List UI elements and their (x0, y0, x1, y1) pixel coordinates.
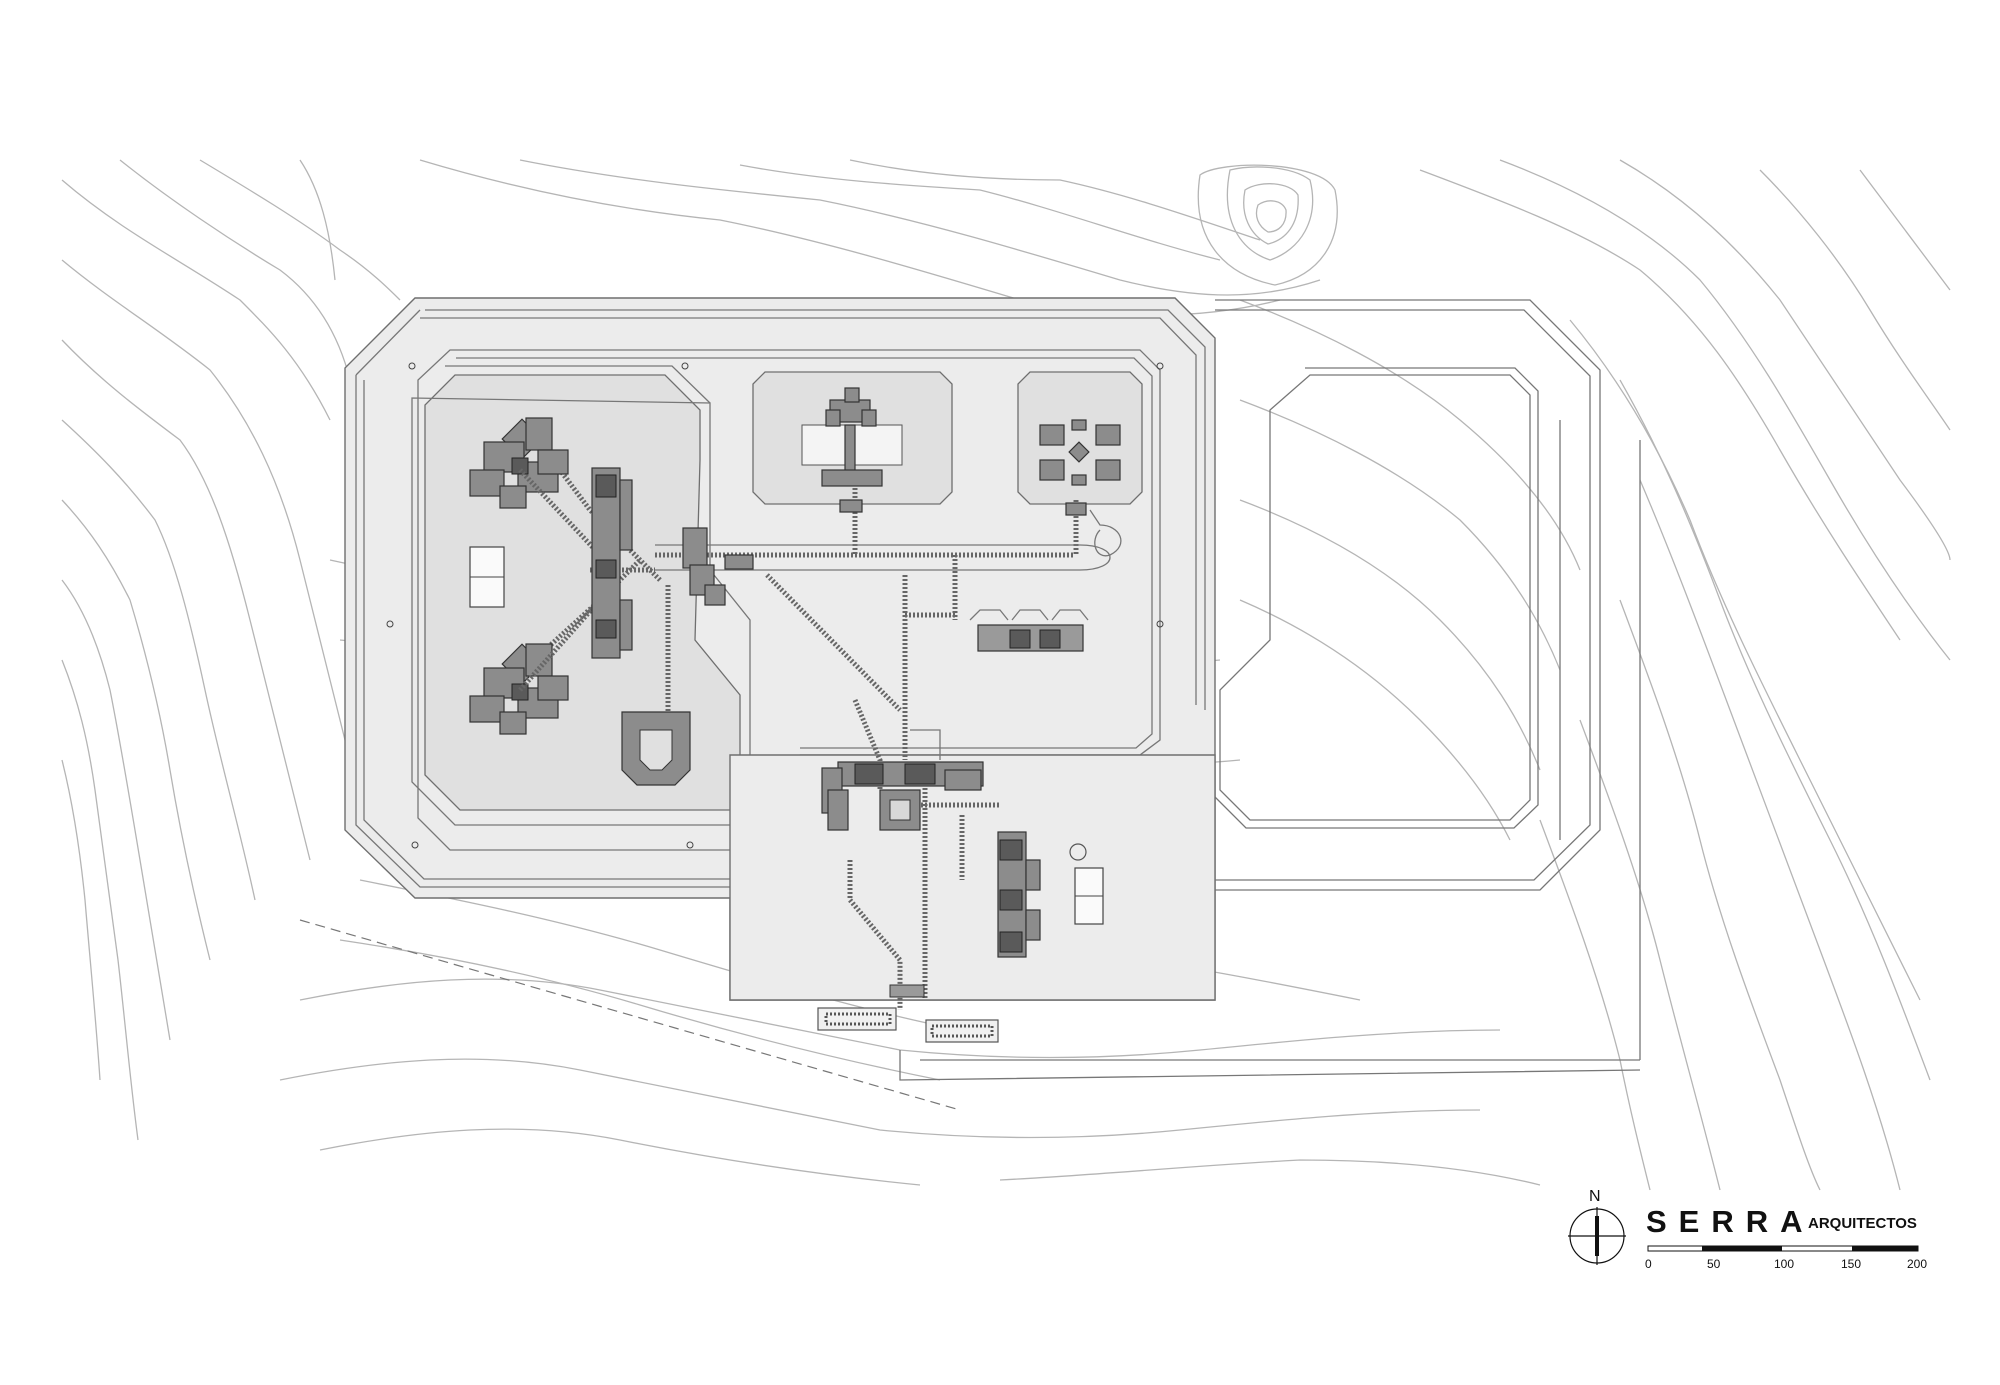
central-connector (682, 527, 754, 606)
service-building (969, 609, 1089, 652)
scale-tick-200: 200 (1907, 1257, 1928, 1271)
north-label: N (1589, 1188, 1601, 1205)
east-zone-outline (1211, 299, 1641, 1060)
scale-bar (1647, 1245, 1919, 1252)
housing-cluster-north (469, 417, 569, 509)
south-main-complex (821, 761, 984, 831)
south-east-building (997, 831, 1041, 958)
diagonal-link-south (518, 598, 602, 692)
scale-tick-100: 100 (1774, 1257, 1795, 1271)
dashed-boundary-line (299, 919, 961, 1111)
sports-court-west (469, 546, 505, 608)
housing-block-long (591, 467, 633, 659)
perimeter-markers (386, 362, 1164, 849)
entrance-parking (817, 984, 999, 1043)
housing-cluster-south (469, 643, 569, 735)
brand-title: SERRA (1646, 1204, 1815, 1239)
circulation-network (543, 448, 1641, 1081)
north-arrow-icon (1568, 1207, 1626, 1265)
south-compound (729, 754, 1216, 1001)
diagonal-link-north (518, 468, 602, 557)
northeast-pavilions (1039, 419, 1122, 557)
scale-tick-150: 150 (1841, 1257, 1862, 1271)
brand-subtitle: ARQUITECTOS (1808, 1215, 1917, 1232)
sports-court-east (1069, 843, 1104, 925)
u-shaped-building (621, 711, 691, 786)
scale-tick-0: 0 (1645, 1257, 1652, 1271)
north-center-building (821, 387, 883, 513)
scale-tick-50: 50 (1707, 1257, 1721, 1271)
